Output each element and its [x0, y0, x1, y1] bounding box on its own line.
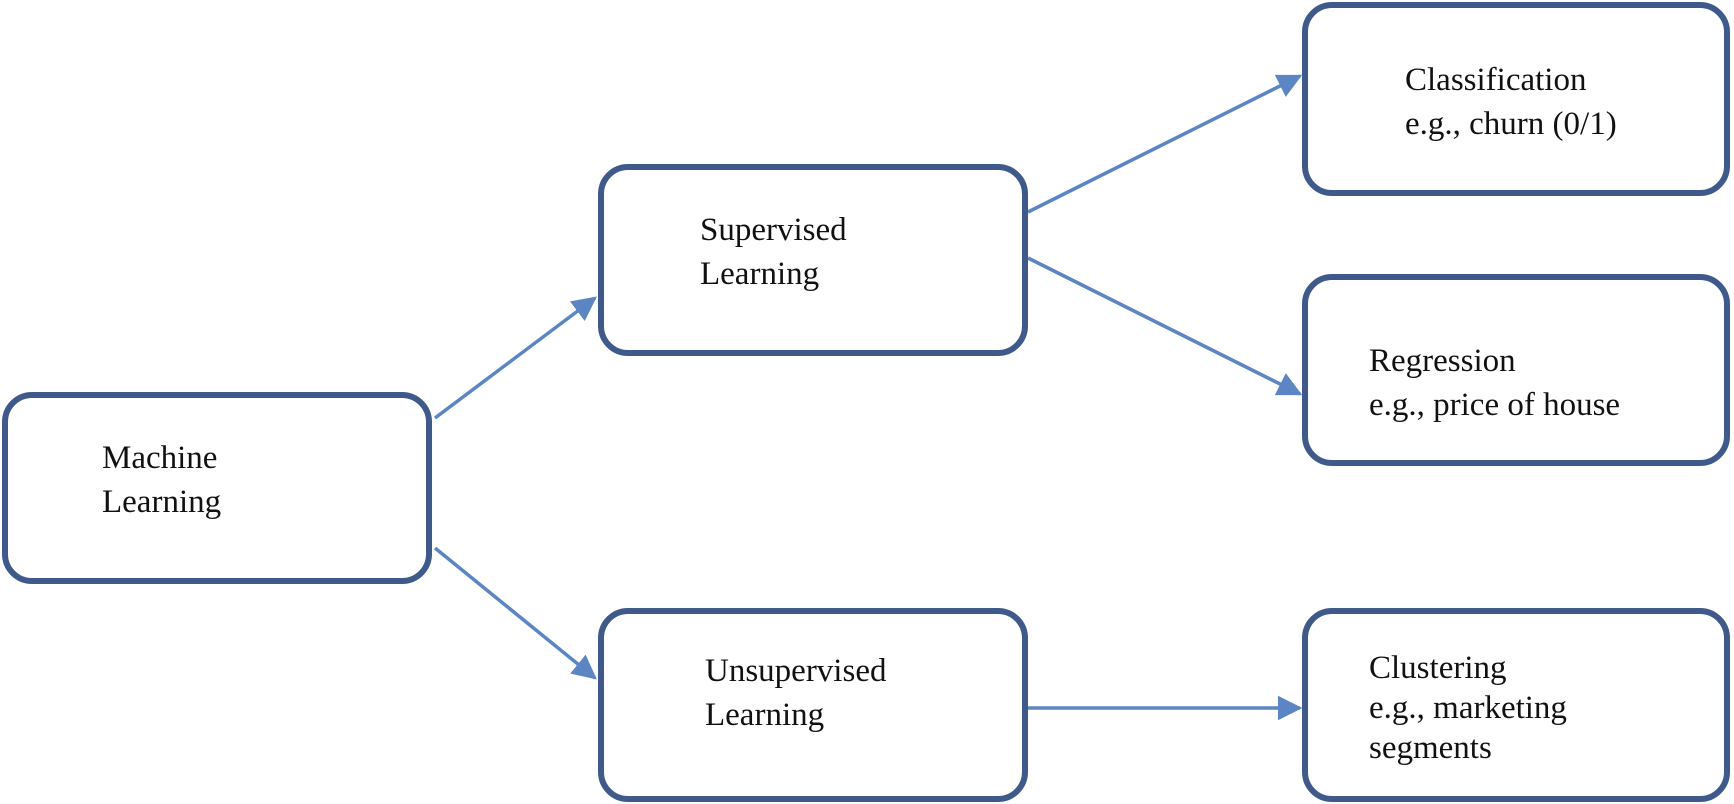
- label-classification-line1: Classification: [1405, 62, 1587, 98]
- node-clustering: [1302, 608, 1730, 802]
- arrow-ml-to-supervised: [433, 296, 597, 420]
- node-machine-learning: [2, 392, 432, 584]
- node-classification: [1302, 2, 1730, 196]
- label-unsupervised-line1: Unsupervised: [705, 653, 887, 689]
- label-supervised-line2: Learning: [700, 256, 820, 292]
- label-clustering-line3: segments: [1369, 730, 1492, 766]
- label-unsupervised-line2: Learning: [705, 697, 825, 733]
- label-regression: Regression e.g., price of house: [1369, 339, 1620, 427]
- node-supervised-learning: [598, 164, 1028, 356]
- node-regression: [1302, 274, 1730, 466]
- label-regression-line1: Regression: [1369, 343, 1516, 379]
- label-clustering-line2: e.g., marketing: [1369, 690, 1567, 726]
- label-machine-learning-line2: Learning: [102, 484, 222, 520]
- label-supervised-line1: Supervised: [700, 212, 847, 248]
- node-unsupervised-learning: [598, 608, 1028, 802]
- label-clustering-line1: Clustering: [1369, 650, 1507, 686]
- label-regression-line2: e.g., price of house: [1369, 387, 1621, 423]
- arrow-supervised-to-regression: [1027, 256, 1303, 396]
- arrow-supervised-to-classification: [1027, 74, 1303, 214]
- label-machine-learning-line1: Machine: [102, 440, 218, 476]
- label-unsupervised-learning: Unsupervised Learning: [705, 649, 886, 737]
- arrow-ml-to-unsupervised: [433, 546, 597, 680]
- label-classification-line2: e.g., churn (0/1): [1405, 106, 1617, 142]
- label-supervised-learning: Supervised Learning: [700, 208, 847, 296]
- label-classification: Classification e.g., churn (0/1): [1405, 58, 1617, 146]
- label-clustering: Clustering e.g., marketing segments: [1369, 648, 1567, 768]
- label-machine-learning: Machine Learning: [102, 436, 221, 524]
